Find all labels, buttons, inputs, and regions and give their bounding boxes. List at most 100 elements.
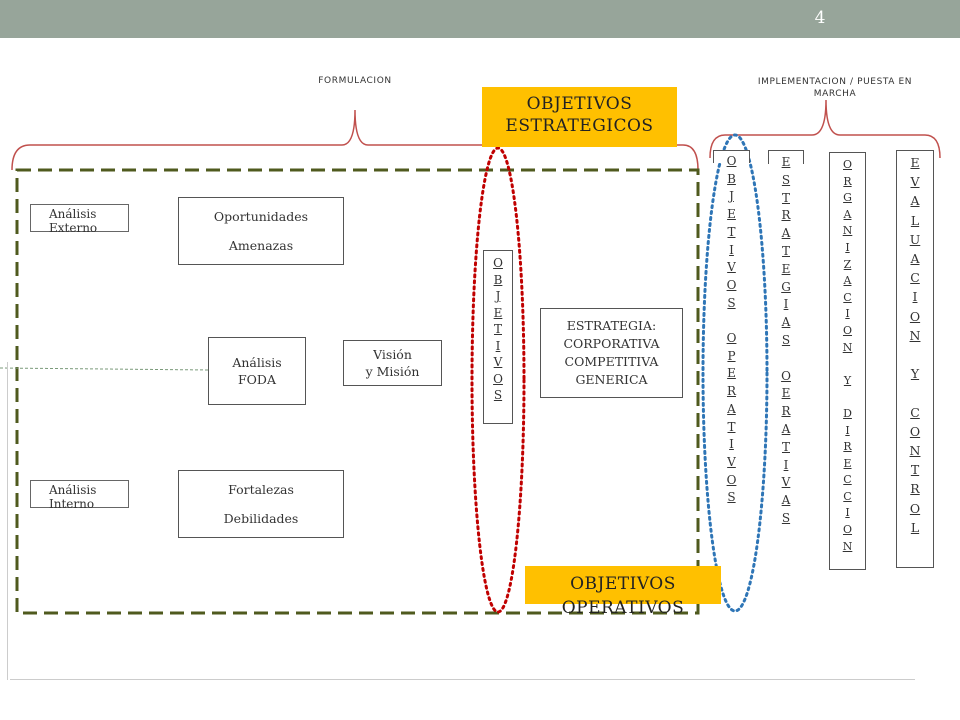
vertical-letter: O (842, 158, 853, 171)
vertical-letter: C (843, 290, 852, 304)
vertical-letter: J (729, 189, 734, 204)
vertical-letter: R (781, 404, 791, 419)
strategy-line3: COMPETITIVA (564, 354, 659, 369)
evaluacion-box (896, 150, 934, 568)
vertical-letter: E (781, 155, 791, 169)
operational-objectives-text: OBJETIVOS OPERATIVOS (561, 574, 685, 618)
vertical-letter: O (909, 308, 921, 324)
objetivos-vertical-box (483, 250, 513, 424)
vertical-letter: B (727, 171, 736, 186)
vertical-letter (784, 350, 788, 368)
vertical-letter: O (726, 154, 737, 168)
estrategias-box (768, 150, 804, 164)
vertical-letter: Z (843, 257, 852, 271)
vertical-letter: I (783, 297, 789, 312)
vision-mission-box: Visión y Misión (343, 340, 442, 386)
vertical-letter: I (729, 242, 734, 257)
vertical-letter: O (726, 331, 737, 346)
vertical-letter (730, 312, 734, 330)
vertical-letter: L (910, 519, 920, 535)
internal-analysis-box: Análisis Interno (30, 480, 129, 511)
vertical-letter: A (843, 207, 852, 221)
vertical-letter: A (781, 226, 791, 241)
slide-number: 4 (814, 8, 826, 28)
vertical-letter: T (493, 322, 502, 336)
vertical-letter: A (781, 493, 791, 508)
vertical-letter: O (726, 277, 737, 292)
organizacion-box (829, 152, 866, 570)
vertical-letter: C (910, 270, 920, 286)
vertical-letter: O (842, 523, 853, 537)
vertical-letter: S (781, 332, 791, 347)
opportunities-threats-box: Oportunidades Amenazas (178, 197, 344, 265)
vertical-letter: G (843, 191, 852, 205)
vertical-letter: P (727, 348, 736, 363)
vertical-letter: E (493, 305, 503, 320)
vertical-letter: T (781, 243, 790, 258)
external-analysis-box: Análisis Externo (30, 204, 129, 235)
vertical-letter (846, 389, 850, 406)
top-bar (0, 0, 960, 38)
formulation-brace (11, 109, 699, 171)
vertical-letter: Y (843, 373, 852, 387)
weaknesses-label: Debilidades (223, 510, 299, 526)
red-ellipse (470, 146, 526, 614)
strategy-line1: ESTRATEGIA: (566, 317, 657, 333)
strategy-box: ESTRATEGIA: CORPORATIVA COMPETITIVA GENE… (540, 308, 683, 398)
vertical-letter: A (910, 193, 920, 209)
vertical-letter: J (495, 289, 501, 303)
vertical-letter: S (727, 295, 736, 310)
vertical-letter: A (781, 315, 791, 330)
vertical-letter: E (910, 155, 920, 170)
strategic-objectives-banner: OBJETIVOS ESTRATEGICOS (482, 87, 677, 147)
vertical-letter: C (910, 404, 920, 420)
vertical-letter (913, 383, 917, 402)
vertical-letter: I (912, 289, 918, 305)
vertical-letter: I (845, 423, 850, 437)
swot-line1: Análisis (232, 354, 282, 370)
vertical-letter: O (909, 500, 921, 516)
vertical-letter: G (781, 279, 791, 294)
vertical-letter: S (781, 510, 791, 525)
vertical-letter: E (727, 207, 736, 222)
vertical-letter: R (843, 440, 852, 454)
vertical-letter: T (727, 224, 736, 239)
vertical-letter: C (843, 473, 852, 487)
vertical-letter: R (781, 208, 791, 223)
formulation-header: FORMULACION (318, 76, 392, 86)
vertical-letter: O (781, 368, 791, 383)
vertical-letter: O (493, 371, 503, 386)
vertical-letter: V (727, 260, 736, 275)
vertical-letter: V (727, 454, 736, 469)
vertical-letter: A (843, 274, 852, 288)
vertical-letter: R (910, 481, 920, 497)
vertical-letter: T (727, 419, 736, 434)
vertical-letter: I (783, 457, 789, 472)
vertical-letter: V (781, 475, 791, 490)
strategy-line4: GENERICA (575, 372, 648, 388)
vertical-letter: R (726, 384, 737, 399)
implementation-header: IMPLEMENTACION / PUESTA EN MARCHA (757, 77, 913, 99)
operational-objectives-banner: OBJETIVOS OPERATIVOS (525, 566, 721, 618)
vertical-letter: D (843, 406, 852, 420)
vertical-letter: A (910, 251, 920, 267)
strengths-label: Fortalezas (228, 481, 294, 497)
vertical-letter: T (781, 439, 790, 454)
vertical-letter: O (909, 423, 921, 439)
strategy-line2: CORPORATIVA (563, 335, 660, 351)
vertical-letter: C (843, 489, 852, 503)
vertical-letter: Y (910, 366, 920, 382)
vertical-letter: N (842, 539, 853, 553)
vertical-letter: U (909, 231, 921, 247)
objetivos-operativos-box (713, 150, 750, 163)
bottom-divider (10, 679, 915, 680)
vertical-letter: A (781, 421, 791, 436)
swot-box: Análisis FODA (208, 337, 306, 405)
vertical-letter: N (842, 340, 853, 354)
swot-line2: FODA (238, 372, 276, 387)
opportunities-label: Oportunidades (213, 208, 309, 224)
left-divider (7, 362, 8, 680)
vertical-letter: S (781, 172, 791, 187)
